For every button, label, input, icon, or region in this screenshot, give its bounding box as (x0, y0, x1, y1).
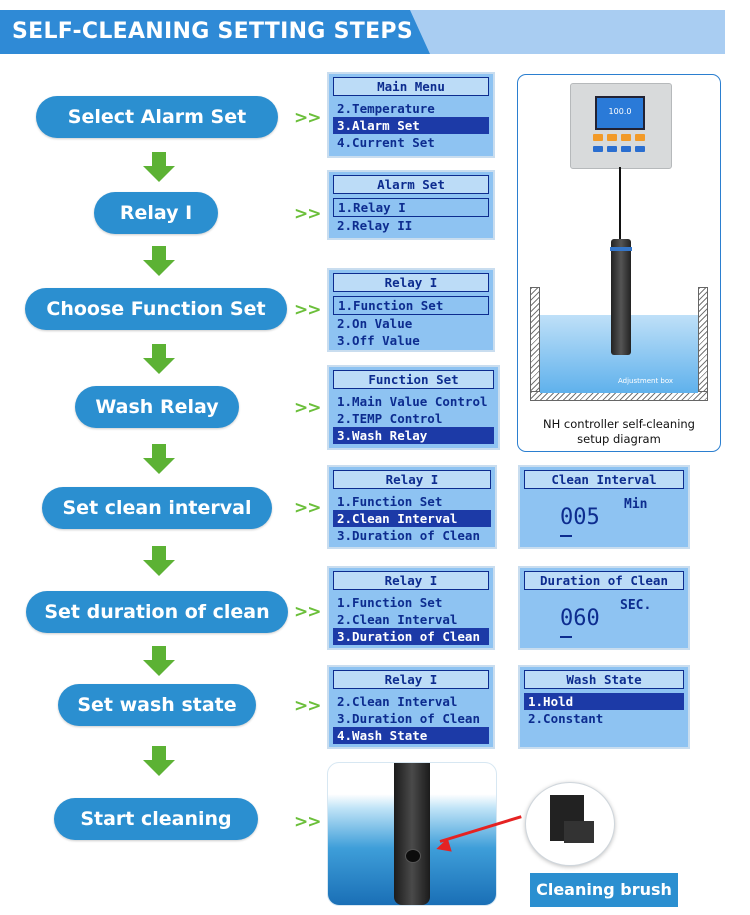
lcd-row: 3.Duration of Clean (337, 528, 480, 543)
lcd-row: 1.Function Set (337, 595, 443, 610)
lcd-row: 2.Clean Interval (337, 612, 458, 627)
lcd-title: Relay I (333, 470, 491, 489)
tank-wall (698, 287, 708, 401)
step-choose-function-set: Choose Function Set (25, 288, 287, 330)
lcd-alarm-set: Alarm Set 1.Relay I 2.Relay II (327, 170, 495, 240)
cleaning-brush-label: Cleaning brush (530, 873, 678, 907)
tank-wall (530, 287, 540, 401)
lcd-row: 1.Main Value Control (337, 394, 488, 409)
lcd-unit: Min (624, 497, 648, 512)
lcd-row: 3.Off Value (337, 333, 420, 348)
lcd-row-selected: 3.Alarm Set (333, 117, 489, 134)
cleaning-brush-image (525, 782, 615, 866)
controller-button-icon (607, 146, 617, 152)
lcd-title: Clean Interval (524, 470, 684, 489)
probe-in-water-photo (327, 762, 497, 906)
controller-device: 100.0 (570, 83, 672, 169)
lcd-row: 2.On Value (337, 316, 413, 331)
arrow-down-icon (143, 246, 175, 276)
chevron-right-icon: >> (294, 696, 321, 716)
chevron-right-icon: >> (294, 108, 321, 128)
lcd-row: 2.Constant (528, 711, 604, 726)
lcd-row: 2.Temperature (337, 101, 435, 116)
step-set-duration-of-clean: Set duration of clean (26, 591, 288, 633)
chevron-right-icon: >> (294, 812, 321, 832)
controller-screen: 100.0 (595, 96, 645, 130)
lcd-row: 4.Current Set (337, 135, 435, 150)
lcd-row-selected: 3.Duration of Clean (333, 628, 489, 645)
lcd-row-selected: 4.Wash State (333, 727, 489, 744)
controller-button-icon (635, 134, 645, 141)
controller-button-icon (621, 134, 631, 141)
lcd-row: 2.Clean Interval (337, 694, 458, 709)
arrow-down-icon (143, 546, 175, 576)
sensor-probe (610, 239, 632, 355)
lcd-cursor (560, 636, 572, 638)
step-start-cleaning: Start cleaning (54, 798, 258, 840)
lcd-title: Alarm Set (333, 175, 489, 194)
controller-button-icon (635, 146, 645, 152)
arrow-down-icon (143, 152, 175, 182)
chevron-right-icon: >> (294, 300, 321, 320)
setup-diagram: 100.0 Adjustment box NH controller self-… (517, 74, 721, 452)
diagram-caption-line1: NH controller self-cleaning (543, 417, 695, 431)
lcd-clean-interval: Clean Interval Min 005 (518, 465, 690, 549)
lcd-row: 2.Relay II (337, 218, 413, 233)
step-set-clean-interval: Set clean interval (42, 487, 272, 529)
tank-label: Adjustment box (618, 377, 674, 385)
lcd-row-selected: 1.Function Set (333, 296, 489, 315)
lcd-value: 005 (560, 505, 600, 530)
diagram-caption: NH controller self-cleaning setup diagra… (518, 417, 720, 447)
lcd-function-set: Function Set 1.Main Value Control 2.TEMP… (327, 365, 500, 450)
chevron-right-icon: >> (294, 398, 321, 418)
lcd-title: Function Set (333, 370, 494, 389)
lcd-relay-1-wash: Relay I 2.Clean Interval 3.Duration of C… (327, 665, 495, 749)
chevron-right-icon: >> (294, 498, 321, 518)
lcd-row-selected: 1.Relay I (333, 198, 489, 217)
lcd-row-selected: 3.Wash Relay (333, 427, 494, 444)
step-select-alarm-set: Select Alarm Set (36, 96, 278, 138)
arrow-down-icon (143, 444, 175, 474)
arrow-down-icon (143, 344, 175, 374)
header-banner (0, 10, 430, 54)
chevron-right-icon: >> (294, 204, 321, 224)
controller-button-icon (607, 134, 617, 141)
lcd-row-selected: 2.Clean Interval (333, 510, 491, 527)
lcd-wash-state: Wash State 1.Hold 2.Constant (518, 665, 690, 749)
lcd-title: Duration of Clean (524, 571, 684, 590)
lcd-relay-1-duration: Relay I 1.Function Set 2.Clean Interval … (327, 566, 495, 650)
controller-reading: 100.0 (608, 107, 632, 116)
chevron-right-icon: >> (294, 602, 321, 622)
arrow-down-icon (143, 746, 175, 776)
step-set-wash-state: Set wash state (58, 684, 256, 726)
controller-button-icon (593, 146, 603, 152)
lcd-duration-of-clean: Duration of Clean SEC. 060 (518, 566, 690, 650)
lcd-relay-1-interval: Relay I 1.Function Set 2.Clean Interval … (327, 465, 497, 549)
lcd-row: 3.Duration of Clean (337, 711, 480, 726)
lcd-main-menu: Main Menu 2.Temperature 3.Alarm Set 4.Cu… (327, 72, 495, 158)
sensor-cable (619, 167, 621, 239)
lcd-value: 060 (560, 606, 600, 631)
lcd-title: Relay I (333, 571, 489, 590)
step-wash-relay: Wash Relay (75, 386, 239, 428)
controller-button-icon (621, 146, 631, 152)
lcd-unit: SEC. (620, 598, 652, 613)
lcd-row-selected: 1.Hold (524, 693, 684, 710)
page-title: SELF-CLEANING SETTING STEPS (12, 19, 413, 44)
lcd-cursor (560, 535, 572, 537)
lcd-title: Wash State (524, 670, 684, 689)
step-relay-1: Relay I (94, 192, 218, 234)
arrow-down-icon (143, 646, 175, 676)
controller-button-icon (593, 134, 603, 141)
lcd-relay-1-function: Relay I 1.Function Set 2.On Value 3.Off … (327, 268, 495, 352)
lcd-row: 1.Function Set (337, 494, 443, 509)
lcd-title: Relay I (333, 670, 489, 689)
lcd-title: Main Menu (333, 77, 489, 96)
lcd-row: 2.TEMP Control (337, 411, 443, 426)
brush-outlet (405, 849, 421, 863)
probe-body (394, 763, 430, 905)
diagram-caption-line2: setup diagram (577, 432, 661, 446)
lcd-title: Relay I (333, 273, 489, 292)
